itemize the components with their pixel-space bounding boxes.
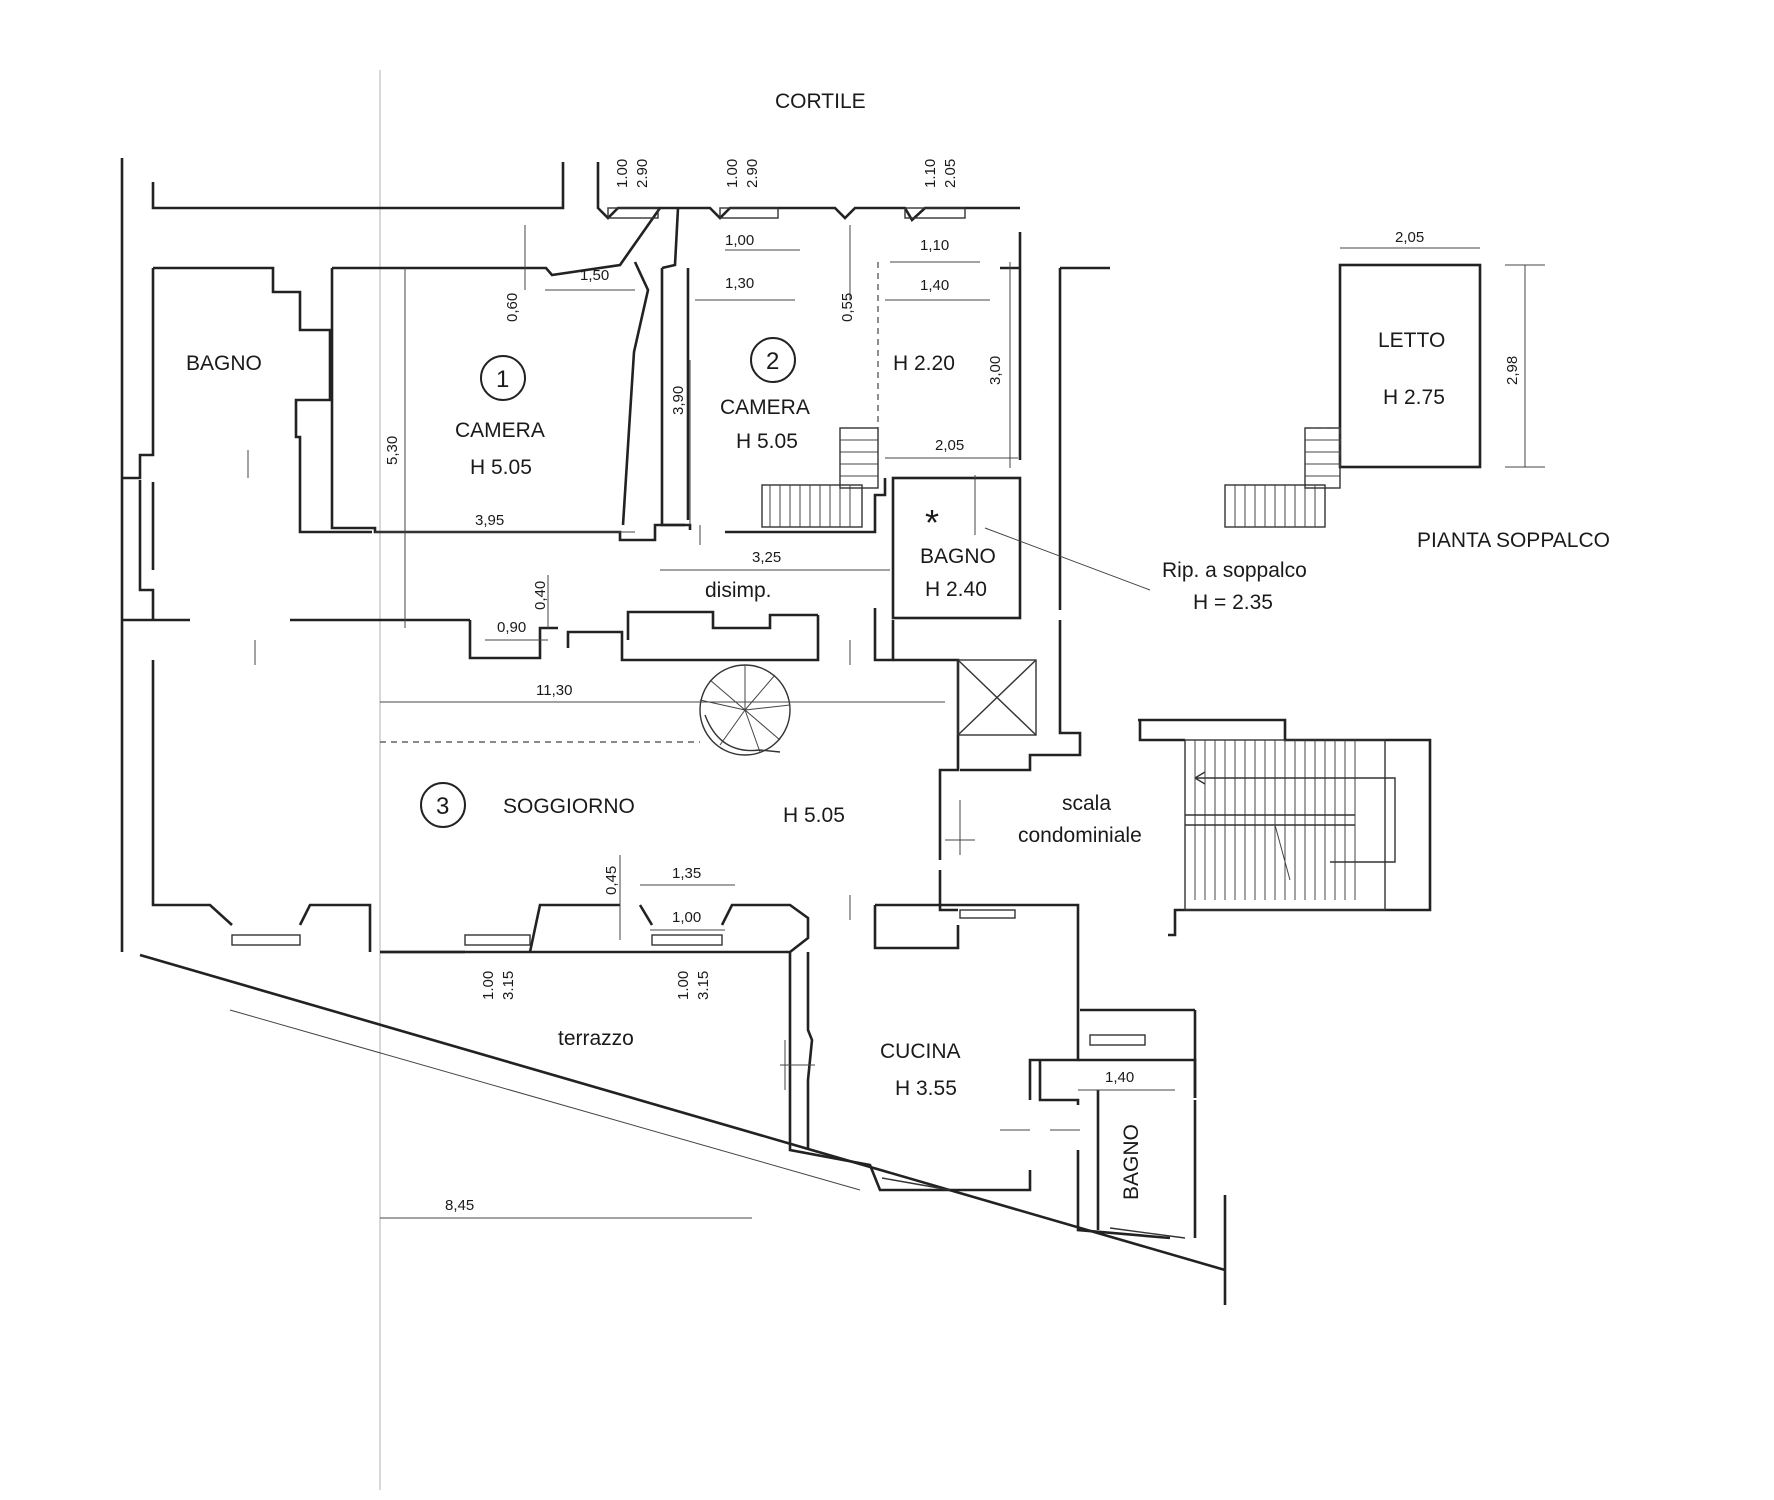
- dim-0-90: 0,90: [497, 619, 526, 636]
- win2-height: 2.90: [744, 159, 761, 188]
- rip-soppalco-line2: H = 2.35: [1193, 591, 1273, 614]
- soggiorno-number-circle: [420, 782, 466, 828]
- dim-1-40-bot: 1,40: [1105, 1069, 1134, 1086]
- bagno-mid-asterisk: *: [925, 502, 939, 543]
- dim-1-00-top: 1,00: [725, 232, 754, 249]
- win5-width: 1.00: [675, 971, 692, 1000]
- bagno-mid-height: H 2.40: [925, 578, 987, 601]
- dim-0-55: 0,55: [839, 293, 856, 322]
- dim-3-25: 3,25: [752, 549, 781, 566]
- dim-8-45: 8,45: [445, 1197, 474, 1214]
- dim-3-90: 3,90: [670, 386, 687, 415]
- mezzanine-height: H 2.20: [893, 352, 955, 375]
- camera2-height: H 5.05: [736, 430, 798, 453]
- scala-line1: scala: [1062, 792, 1111, 815]
- win2-width: 1.00: [724, 159, 741, 188]
- dim-1-30: 1,30: [725, 275, 754, 292]
- condominium-stair: [1184, 739, 1396, 911]
- bagno-left-label: BAGNO: [186, 352, 262, 375]
- soggiorno-height: H 5.05: [783, 804, 845, 827]
- dim-1-50: 1,50: [580, 267, 609, 284]
- spiral-staircase: [699, 664, 791, 756]
- soggiorno-name: SOGGIORNO: [503, 795, 635, 818]
- dimension-lines: [375, 225, 1545, 1219]
- dim-0-60: 0,60: [504, 293, 521, 322]
- soggiorno-number: 3: [436, 793, 449, 820]
- disimp-label: disimp.: [705, 579, 772, 602]
- camera1-number-circle: [480, 355, 526, 401]
- dim-1-35: 1,35: [672, 865, 701, 882]
- dim-11-30: 11,30: [536, 682, 572, 699]
- win4-width: 1.00: [480, 971, 497, 1000]
- window-marks: [231, 207, 1186, 1239]
- win4-height: 3.15: [500, 971, 517, 1000]
- camera1-height: H 5.05: [470, 456, 532, 479]
- win3-width: 1.10: [922, 159, 939, 188]
- cucina-height: H 3.55: [895, 1077, 957, 1100]
- win5-height: 3.15: [695, 971, 712, 1000]
- win3-height: 2.05: [942, 159, 959, 188]
- dim-2-05-mezz: 2,05: [935, 437, 964, 454]
- win1-height: 2.90: [634, 159, 651, 188]
- camera2-number-circle: [750, 337, 796, 383]
- win1-width: 1.00: [614, 159, 631, 188]
- bagno-mid-name: BAGNO: [920, 545, 996, 568]
- pianta-soppalco-label: PIANTA SOPPALCO: [1417, 529, 1610, 552]
- dim-0-40: 0,40: [532, 581, 549, 610]
- letto-name: LETTO: [1378, 329, 1445, 352]
- dim-1-40-top: 1,40: [920, 277, 949, 294]
- dim-3-00: 3,00: [987, 356, 1004, 385]
- camera2-name: CAMERA: [720, 396, 810, 419]
- dim-5-30: 5,30: [384, 436, 401, 465]
- camera2-number: 2: [766, 348, 779, 375]
- bagno-right-label: BAGNO: [1120, 1124, 1143, 1200]
- mezzanine-plan: [1224, 263, 1482, 528]
- cucina-name: CUCINA: [880, 1040, 961, 1063]
- camera1-number: 1: [496, 366, 509, 393]
- dim-1-10: 1,10: [920, 237, 949, 254]
- dim-0-45: 0,45: [603, 866, 620, 895]
- walls: [120, 158, 1432, 1305]
- camera1-name: CAMERA: [455, 419, 545, 442]
- shaft: [957, 659, 1037, 736]
- letto-height: H 2.75: [1383, 386, 1445, 409]
- dim-2-98: 2,98: [1504, 356, 1521, 385]
- dim-2-05-soppalco: 2,05: [1395, 229, 1424, 246]
- dim-3-95: 3,95: [475, 512, 504, 529]
- cortile-label: CORTILE: [775, 90, 866, 113]
- dim-1-00-bot: 1,00: [672, 909, 701, 926]
- terrazzo-label: terrazzo: [558, 1027, 634, 1050]
- rip-soppalco-line1: Rip. a soppalco: [1162, 559, 1307, 582]
- scala-line2: condominiale: [1018, 824, 1142, 847]
- internal-stair: [761, 262, 879, 528]
